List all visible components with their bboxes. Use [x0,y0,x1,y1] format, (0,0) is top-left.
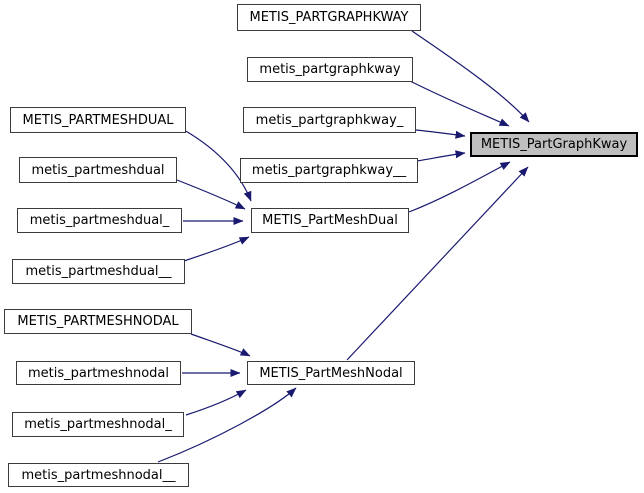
node-label: metis_partgraphkway__ [251,163,407,178]
node-metis-partmeshnodal-lower[interactable]: metis_partmeshnodal [16,361,181,385]
node-label: METIS_PARTMESHDUAL [22,112,174,128]
node-metis-partmeshnodal-double-underscore[interactable]: metis_partmeshnodal__ [8,463,189,487]
node-label: metis_partmeshdual__ [25,264,172,279]
node-metis-partmeshdual-api[interactable]: METIS_PartMeshDual [251,208,409,233]
edge-metis_partmeshnodal_-to-METIS_PartMeshNodal [185,389,247,416]
node-metis-partgraphkway-caps[interactable]: METIS_PARTGRAPHKWAY [237,4,421,31]
node-metis-partmeshnodal-caps[interactable]: METIS_PARTMESHNODAL [4,309,192,334]
node-metis-partmeshdual-double-underscore[interactable]: metis_partmeshdual__ [12,259,185,284]
node-label: metis_partmeshdual [31,162,165,178]
node-label: METIS_PartMeshDual [262,213,398,228]
node-label: metis_partmeshdual_ [29,213,170,228]
edge-metis_partmeshdual__-to-METIS_PartMeshDual [183,236,250,262]
edge-metis_partmeshdual-to-METIS_PartMeshDual [176,179,246,210]
node-label: metis_partgraphkway [259,62,401,77]
edge-METIS_PARTMESHNODAL-to-METIS_PartMeshNodal [190,333,251,357]
edge-metis_partgraphkway__-to-METIS_PartGraphKway [416,150,466,162]
edge-metis_partmeshnodal__-to-METIS_PartMeshNodal [157,387,297,463]
edge-metis_partgraphkway-to-METIS_PartGraphKway [409,80,510,127]
node-label: metis_partmeshnodal__ [21,467,176,483]
edge-METIS_PARTMESHDUAL-to-METIS_PartMeshDual [183,129,252,202]
node-label: METIS_PartGraphKway [480,137,628,152]
edge-METIS_PartMeshDual-to-METIS_PartGraphKway [408,161,511,213]
node-metis-partgraphkway-double-underscore[interactable]: metis_partgraphkway__ [240,158,418,183]
node-metis-partgraphkway-lower[interactable]: metis_partgraphkway [247,57,413,82]
node-label: metis_partmeshnodal_ [24,417,172,432]
node-metis-partgraphkway-underscore[interactable]: metis_partgraphkway_ [243,107,416,133]
node-metis-partmeshnodal-api[interactable]: METIS_PartMeshNodal [247,361,415,385]
edge-METIS_PARTGRAPHKWAY-to-METIS_PartGraphKway [411,30,530,123]
node-label: metis_partmeshnodal [27,365,169,381]
edge-METIS_PartMeshNodal-to-METIS_PartGraphKway [346,166,529,361]
node-metis-partmeshnodal-underscore[interactable]: metis_partmeshnodal_ [12,412,184,437]
node-metis-partgraphkway-highlighted[interactable]: METIS_PartGraphKway [470,132,638,157]
edge-metis_partgraphkway_-to-METIS_PartGraphKway [415,129,466,139]
node-metis-partmeshdual-lower[interactable]: metis_partmeshdual [19,157,177,183]
node-label: metis_partgraphkway_ [255,112,404,128]
node-label: METIS_PARTGRAPHKWAY [249,10,409,25]
node-metis-partmeshdual-caps[interactable]: METIS_PARTMESHDUAL [10,107,186,133]
node-metis-partmeshdual-underscore[interactable]: metis_partmeshdual_ [17,208,182,233]
node-label: METIS_PartMeshNodal [259,365,403,381]
node-label: METIS_PARTMESHNODAL [17,314,179,329]
